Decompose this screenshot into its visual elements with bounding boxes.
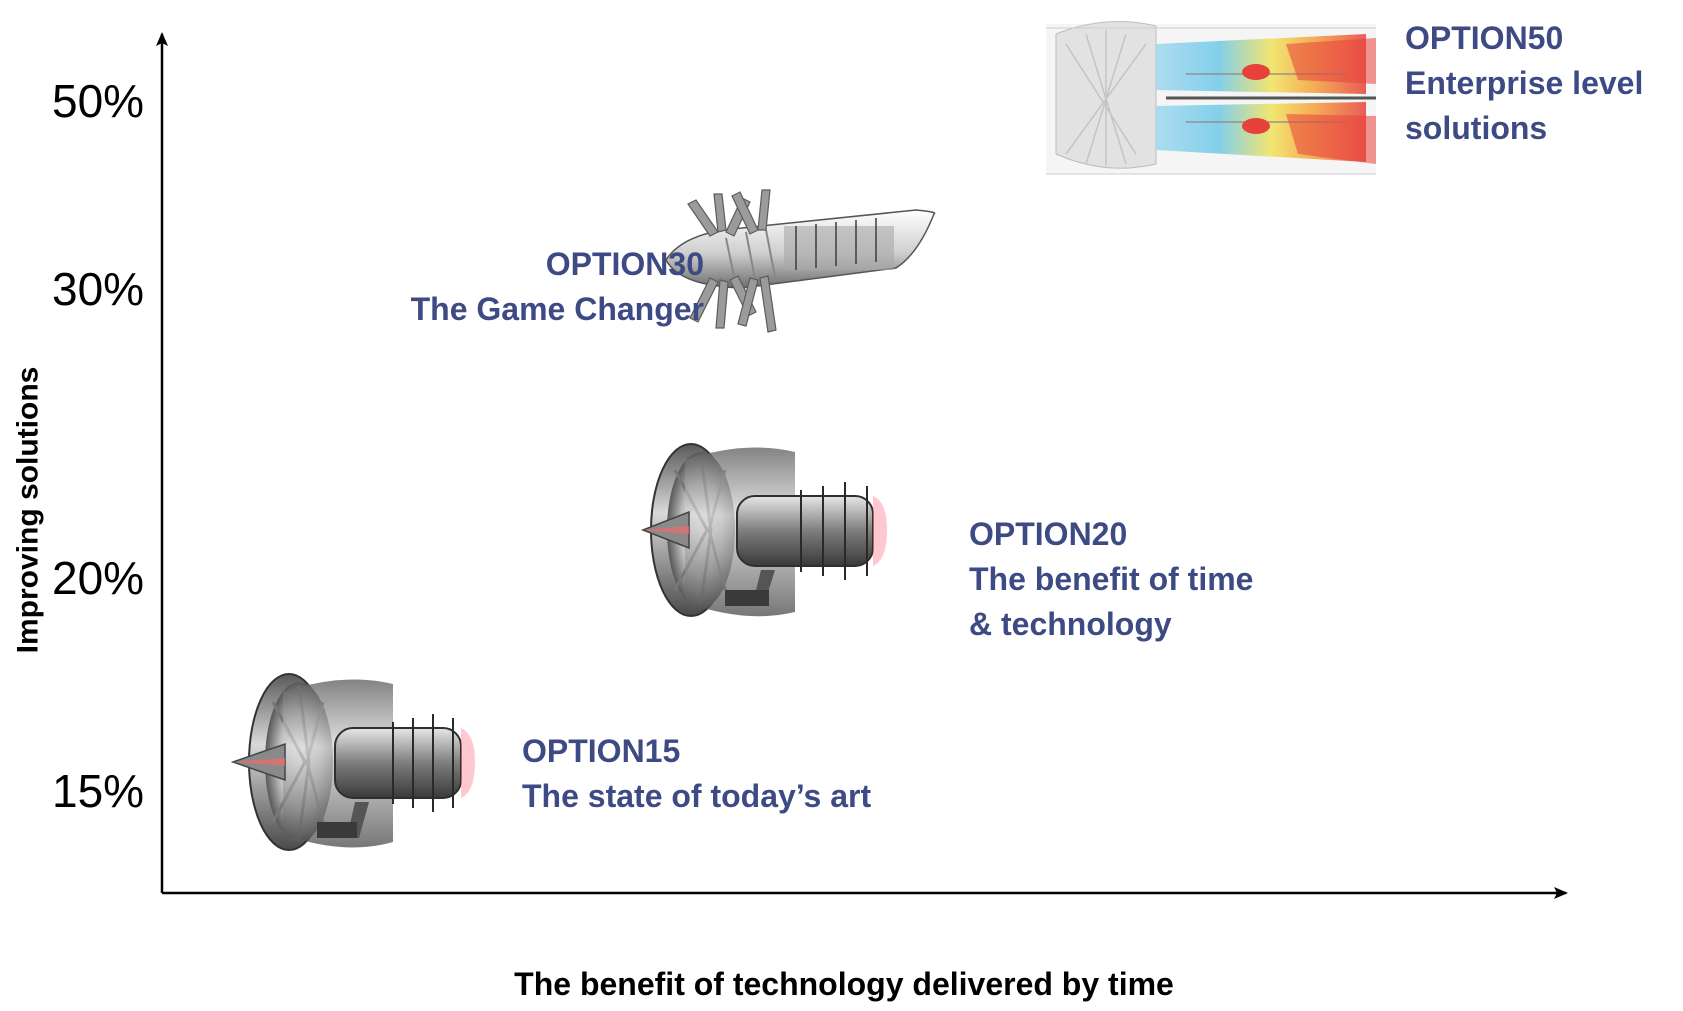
engine-option30-icon bbox=[665, 189, 936, 333]
option20-subtitle-line1: The benefit of time bbox=[969, 561, 1254, 597]
option15-subtitle: The state of today’s art bbox=[522, 778, 872, 814]
engine-option15-icon bbox=[230, 673, 475, 851]
option20-name: OPTION20 bbox=[969, 516, 1128, 552]
option30-subtitle: The Game Changer bbox=[410, 291, 704, 327]
x-axis-title: The benefit of technology delivered by t… bbox=[514, 966, 1174, 1002]
option20-subtitle-line2: & technology bbox=[969, 606, 1172, 642]
y-tick-label: 20% bbox=[52, 552, 145, 604]
option30-name: OPTION30 bbox=[545, 246, 704, 282]
option50-name: OPTION50 bbox=[1405, 20, 1564, 56]
y-tick-label: 15% bbox=[52, 765, 145, 817]
engine-option20-icon bbox=[640, 443, 887, 617]
option20-label: OPTION20 The benefit of time & technolog… bbox=[969, 512, 1253, 647]
y-tick-label: 50% bbox=[52, 75, 145, 127]
option50-subtitle-line1: Enterprise level bbox=[1405, 65, 1644, 101]
option15-name: OPTION15 bbox=[522, 733, 681, 769]
option50-subtitle-line2: solutions bbox=[1405, 110, 1548, 146]
y-axis-title-text: Improving solutions bbox=[11, 366, 45, 654]
option30-label: OPTION30 The Game Changer bbox=[330, 242, 704, 332]
y-axis-title: Improving solutions bbox=[8, 340, 48, 680]
option50-label: OPTION50 Enterprise level solutions bbox=[1405, 16, 1643, 151]
option15-label: OPTION15 The state of today’s art bbox=[522, 729, 871, 819]
y-tick-label: 30% bbox=[52, 263, 145, 315]
engine-option50-icon bbox=[1046, 21, 1376, 175]
